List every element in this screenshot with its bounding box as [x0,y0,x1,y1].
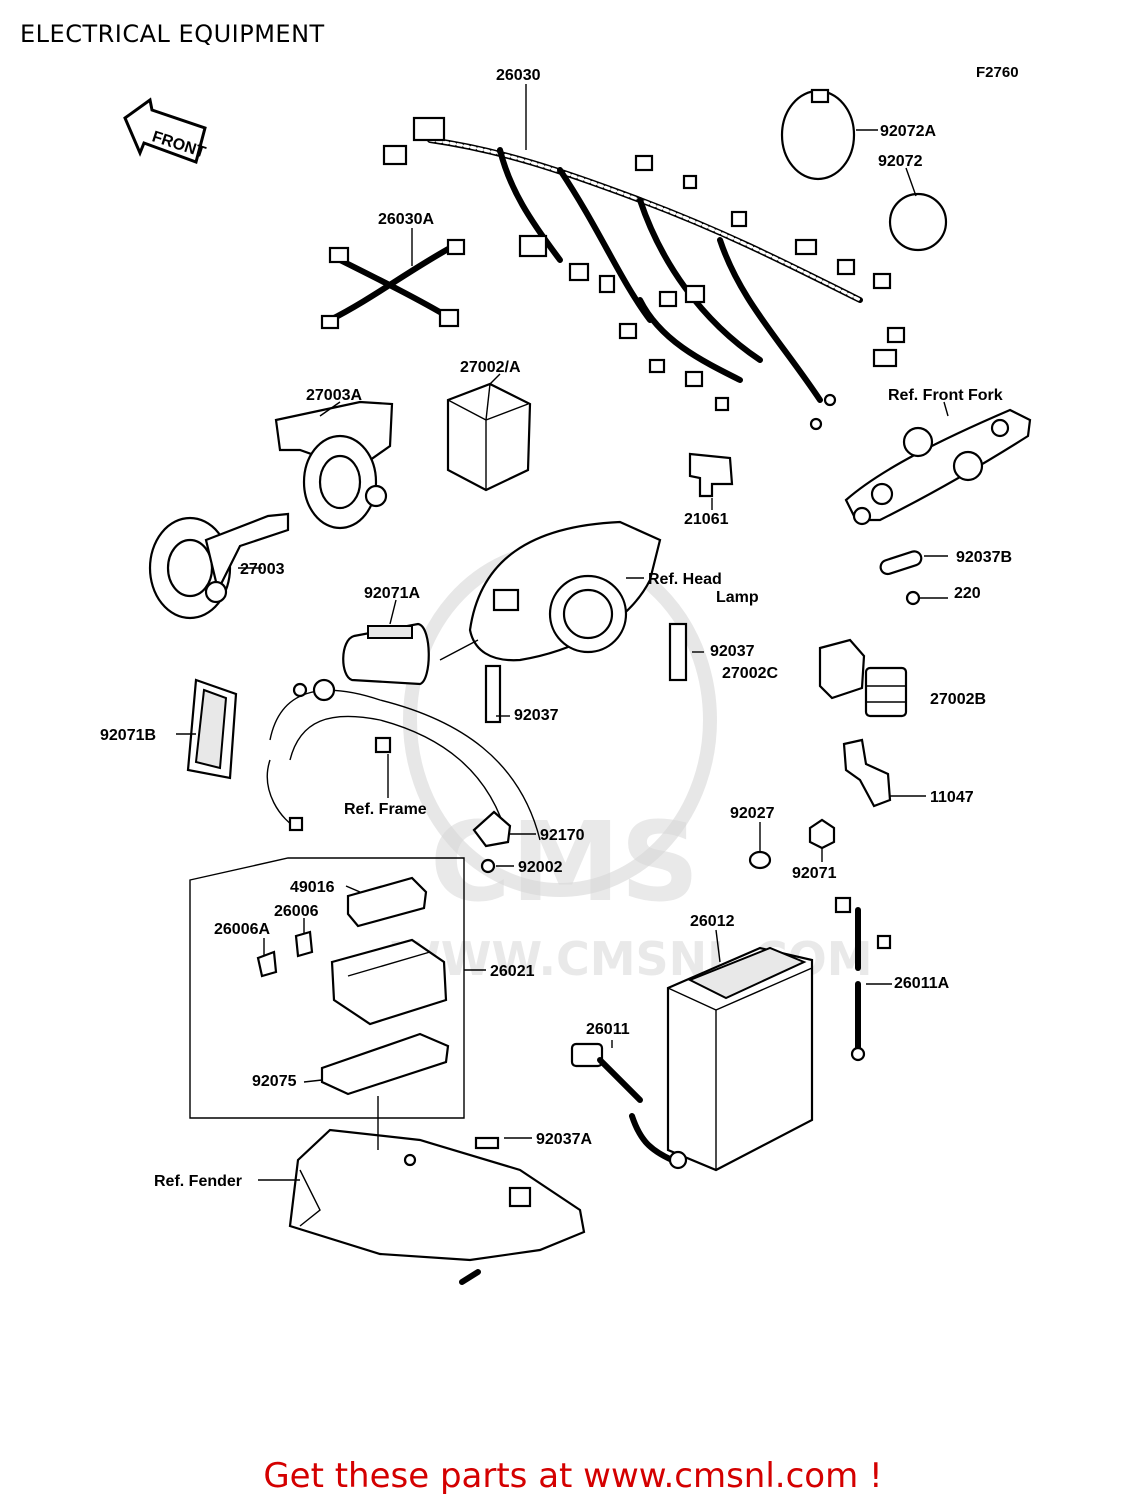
horn-27003 [148,512,290,620]
nut-92071 [808,818,836,850]
label-220: 220 [954,585,981,602]
label-27003: 27003 [240,561,285,578]
label-49016: 49016 [290,879,335,896]
label-26012: 26012 [690,913,735,930]
label-92037-mid: 92037 [514,707,559,724]
label-92027: 92027 [730,805,775,822]
page-title: ELECTRICAL EQUIPMENT [20,20,325,48]
label-ref-frame: Ref. Frame [344,801,427,818]
main-wiring-harness [382,116,906,431]
headlamp-housing [468,520,662,662]
label-92071a: 92071A [364,585,420,602]
battery-26012 [666,946,814,1172]
label-92072a: 92072A [880,123,936,140]
watermark: CMS WWW.CMSNL.COM [390,543,873,986]
label-92075: 92075 [252,1073,297,1090]
label-27002a: 27002/A [460,359,521,376]
label-92170: 92170 [540,827,585,844]
label-26030: 26030 [496,67,541,84]
footer-promo: Get these parts at www.cmsnl.com ! [263,1456,883,1496]
label-21061: 21061 [684,511,729,528]
label-26011: 26011 [586,1021,630,1038]
front-fork-bracket [844,408,1032,526]
horn-27003a [274,400,394,530]
bolt-220 [905,590,921,606]
label-ref-head-lamp-2: Lamp [716,589,759,606]
bolt-92002 [480,858,496,874]
label-ref-head-lamp: Ref. Head [648,571,722,588]
label-92072: 92072 [878,153,923,170]
frame-reference [266,678,541,841]
cable-26011 [570,1042,688,1170]
label-26006: 26006 [274,903,319,920]
figure-code: F2760 [976,64,1019,81]
clamp-92072 [888,192,948,252]
relay-27002c [818,638,866,700]
strip-92037-mid [484,664,502,724]
fender-reference [288,1128,586,1285]
part-92037b [879,550,923,576]
label-26011a: 26011A [894,975,950,992]
label-92002: 92002 [518,859,563,876]
relay-27002b [864,666,908,718]
clamp-92170 [472,810,512,848]
label-26021: 26021 [490,963,535,980]
cable-26011a [834,896,892,1062]
label-92071b: 92071B [100,727,156,744]
label-27003a: 27003A [306,387,362,404]
sub-wiring-harness [320,238,466,330]
label-ref-front-fork: Ref. Front Fork [888,387,1003,404]
leader-lines [176,84,949,1181]
part-labels: 26030 26030A 92072A 92072 27002/A 27003A… [100,67,1012,1190]
label-26030a: 26030A [378,211,434,228]
watermark-cms: CMS [430,798,699,926]
clamp-92072a-head [810,88,830,104]
strip-92037-right [668,622,688,682]
clamp-92072a [780,89,856,181]
washer-92027 [748,850,772,870]
part-92071a [342,622,430,686]
label-92037b: 92037B [956,549,1012,566]
relay-27002a [446,382,532,492]
part-21061 [688,452,734,498]
label-92071: 92071 [792,865,837,882]
label-27002c: 27002C [722,665,778,682]
label-11047: 11047 [930,789,974,806]
label-92037a: 92037A [536,1131,592,1148]
front-arrow-icon: FRONT [123,97,208,164]
fuse-box-group [189,857,465,1119]
part-92071b [186,678,238,780]
label-26006a: 26006A [214,921,270,938]
label-ref-fender: Ref. Fender [154,1173,242,1190]
bracket-11047 [842,738,892,808]
label-92037-right: 92037 [710,643,755,660]
label-27002b: 27002B [930,691,986,708]
